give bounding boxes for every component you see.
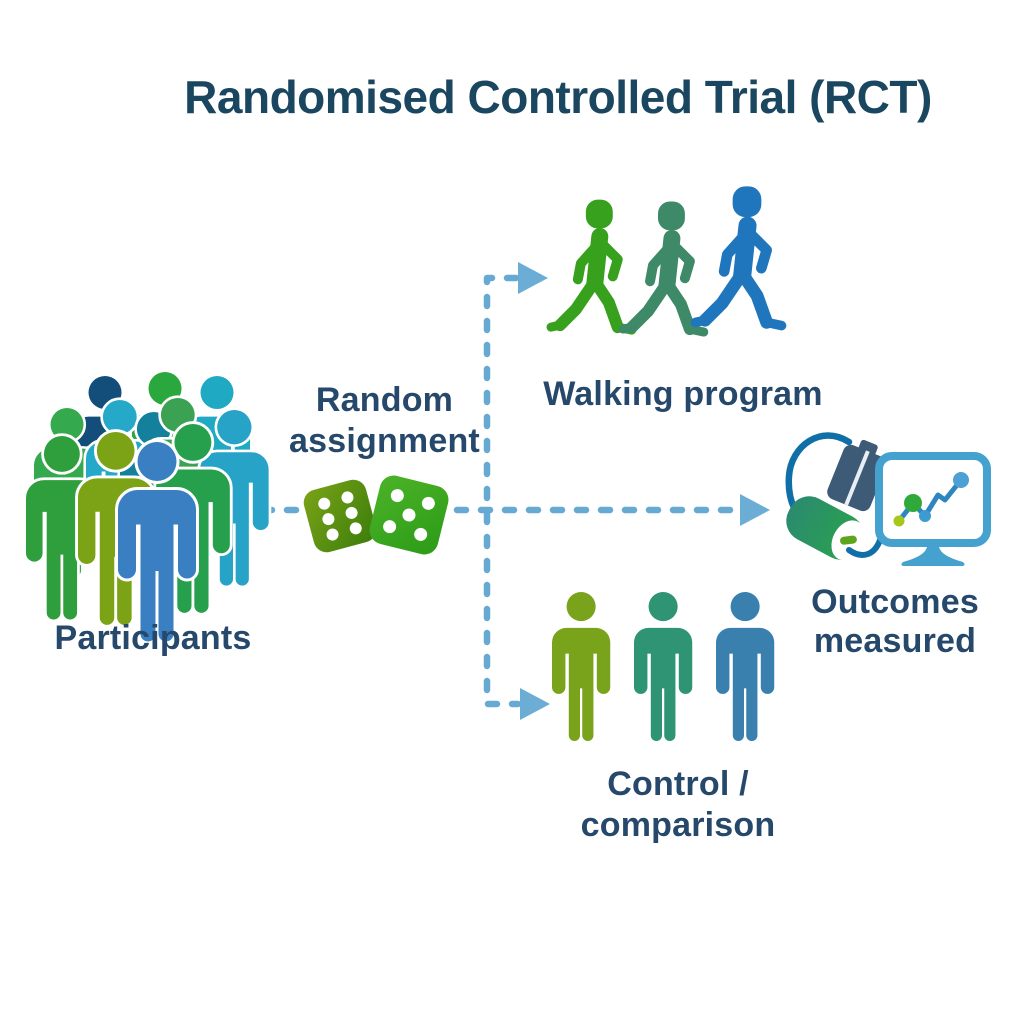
arrowhead-control	[520, 688, 550, 720]
walking-program-label: Walking program	[543, 375, 823, 413]
walking-person-icon	[695, 186, 781, 325]
chart-dot	[893, 515, 905, 527]
crowd-icon	[28, 372, 276, 648]
monitor-chart-icon	[875, 452, 991, 566]
walking-person-icon	[551, 200, 632, 331]
random-assignment-line2: assignment	[289, 422, 480, 460]
outcomes-icons	[785, 432, 991, 566]
die-five-icon	[369, 475, 449, 555]
page-title: Randomised Controlled Trial (RCT)	[184, 71, 932, 123]
bp-tube-icon	[846, 537, 883, 558]
dice-icon	[303, 475, 449, 555]
random-assignment-label: Random assignment	[282, 380, 487, 462]
control-line2: comparison	[580, 806, 776, 844]
chart-dot	[953, 472, 969, 488]
random-assignment-line1: Random	[315, 381, 454, 419]
arrowhead-outcomes	[740, 494, 770, 526]
monitor-stand-base	[901, 547, 965, 566]
outcomes-line1: Outcomes	[811, 583, 979, 621]
walking-people-icon	[548, 182, 790, 352]
die-six-icon	[303, 479, 377, 553]
blood-pressure-cuff-icon	[827, 439, 887, 512]
chart-dot	[919, 510, 931, 522]
arrow-branch-vertical	[483, 274, 522, 708]
bp-cylinder-icon	[786, 496, 865, 561]
standing-person-icon	[634, 592, 693, 741]
participants-label: Participants	[54, 619, 252, 657]
chart-dot	[904, 494, 922, 512]
walking-person-icon	[623, 202, 704, 333]
control-line1: Control /	[607, 765, 749, 803]
arrowhead-walking	[518, 262, 548, 294]
control-comparison-label: Control / comparison	[528, 764, 828, 846]
outcomes-measured-label: Outcomes measured	[745, 583, 1024, 661]
outcomes-line2: measured	[813, 622, 977, 660]
standing-people-icon	[552, 592, 775, 741]
standing-person-icon	[552, 592, 611, 741]
